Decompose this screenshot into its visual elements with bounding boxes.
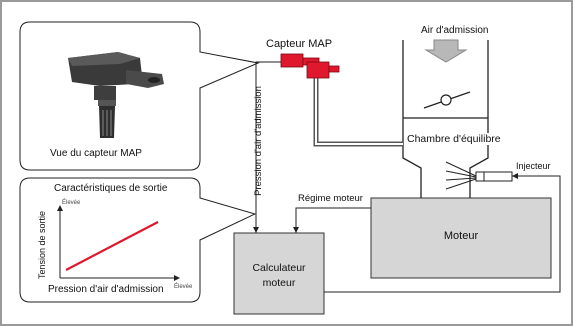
engine-speed-arrowhead xyxy=(293,227,299,233)
engine-speed-wire xyxy=(295,207,371,233)
surge-tank-label: Chambre d'équilibre xyxy=(407,133,501,145)
sensor-photo-caption: Vue du capteur MAP xyxy=(50,148,142,159)
throttle-shaft xyxy=(440,94,452,106)
surge-tank-outline xyxy=(402,117,489,198)
ecu-box xyxy=(233,232,325,315)
graph-y-arrowhead xyxy=(57,205,63,211)
graph-callout xyxy=(19,177,257,303)
ecu-label-line1: Calculateur xyxy=(252,262,306,274)
vacuum-hose-outer xyxy=(313,76,403,147)
engine-box xyxy=(370,197,552,279)
intake-air-label: Air d'admission xyxy=(421,25,489,36)
map-sensor-label: Capteur MAP xyxy=(266,38,333,50)
injector-body xyxy=(475,171,513,182)
map-signal-arrowhead xyxy=(253,227,259,233)
map-signal-wire xyxy=(255,61,281,233)
output-characteristic-line xyxy=(65,221,159,271)
engine-label: Moteur xyxy=(443,230,479,242)
ecu-label-line2: moteur xyxy=(262,277,296,289)
intake-pressure-signal-label: Pression d'air d'admission xyxy=(253,86,264,196)
injector-label: Injecteur xyxy=(516,161,551,171)
injector-spray xyxy=(445,161,477,190)
map-sensor-symbol xyxy=(280,53,340,79)
engine-speed-label: Régime moteur xyxy=(298,193,363,204)
vacuum-hose-inner xyxy=(315,76,403,145)
intake-air-arrow xyxy=(424,39,468,63)
graph-title: Caractéristiques de sortie xyxy=(54,183,168,194)
injector-drive-wire xyxy=(324,175,561,293)
graph-x-label: Pression d'air d'admission xyxy=(48,284,164,295)
graph-y-label: Tension de sortie xyxy=(37,210,47,280)
graph-x-arrowhead xyxy=(174,275,180,281)
injector-drive-arrowhead xyxy=(512,173,518,179)
graph-y-hint: Élevée xyxy=(62,200,81,206)
map-sensor-photo xyxy=(68,52,164,138)
graph-x-hint: Élevée xyxy=(174,284,193,290)
